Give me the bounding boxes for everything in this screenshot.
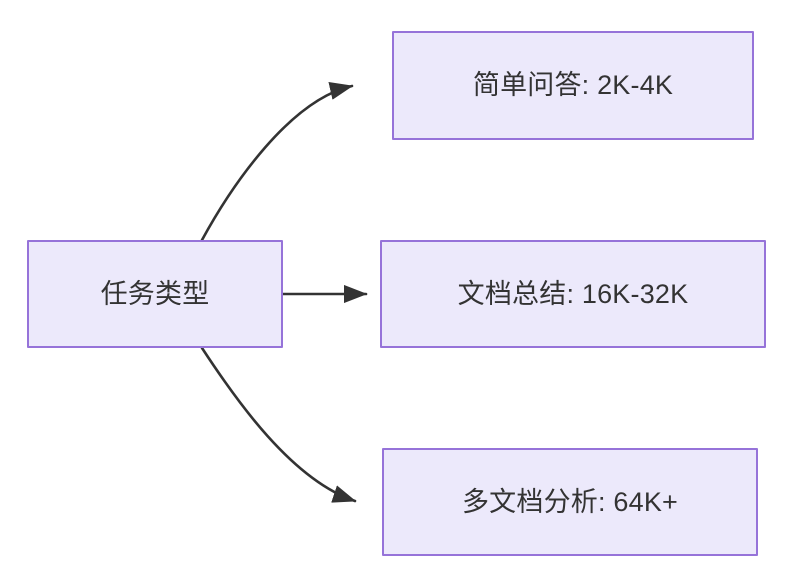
node-doc-summary[interactable]: 文档总结: 16K-32K	[380, 240, 766, 348]
edge-source-to-multi-doc	[200, 346, 357, 503]
node-simple-qa[interactable]: 简单问答: 2K-4K	[392, 31, 754, 140]
edge-source-to-simple-qa	[200, 82, 354, 242]
node-multi-doc[interactable]: 多文档分析: 64K+	[382, 448, 758, 556]
node-multi-doc-label: 多文档分析: 64K+	[461, 486, 678, 517]
node-doc-summary-label: 文档总结: 16K-32K	[457, 278, 689, 309]
node-simple-qa-label: 简单问答: 2K-4K	[472, 70, 674, 101]
node-task-type[interactable]: 任务类型	[27, 240, 283, 348]
node-task-type-label: 任务类型	[100, 278, 210, 309]
